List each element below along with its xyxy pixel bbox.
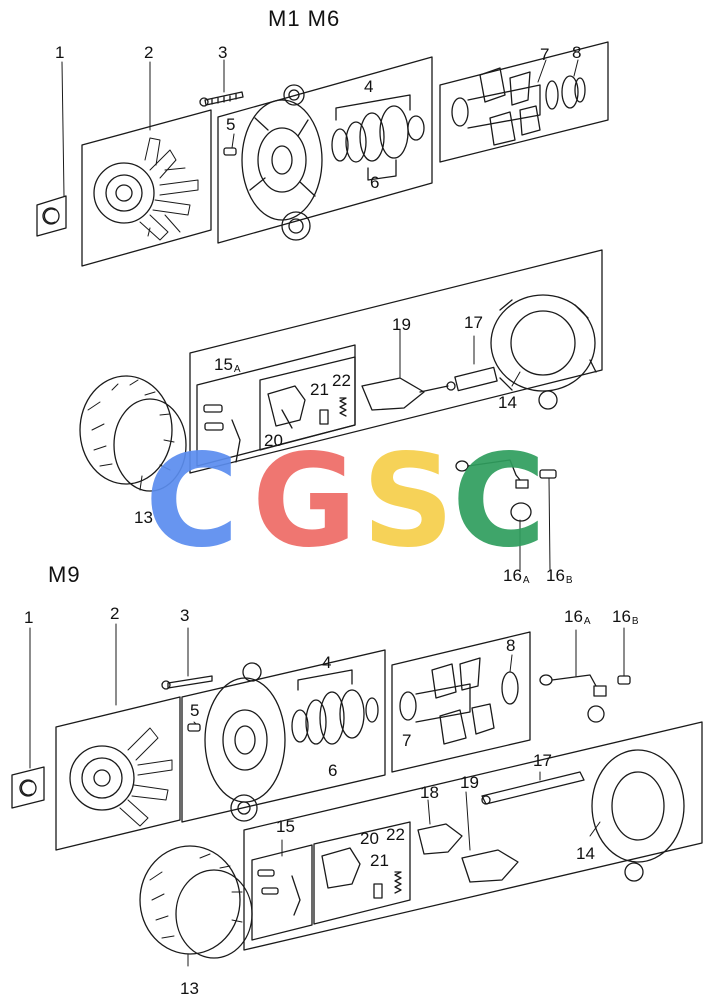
callout-bottom-21: 21: [370, 851, 389, 870]
top-part-16-leads: [455, 459, 557, 522]
callout-top-6: 6: [370, 173, 380, 192]
watermark-letter-1: C: [145, 427, 239, 576]
callout-bottom-22: 22: [386, 825, 405, 844]
heading-m1-m6: M1 M6: [268, 6, 341, 31]
top-leader-lines: [61, 59, 579, 571]
callout-top-4: 4: [364, 77, 374, 96]
top-part-5-screw: [223, 147, 237, 156]
top-part-13-stator: [79, 375, 187, 492]
bottom-leader-lines: [29, 623, 625, 967]
callout-bottom-8: 8: [506, 636, 516, 655]
bottom-part-3-bolt: [161, 675, 213, 690]
callout-top-15a: 15A: [214, 355, 241, 375]
callout-bottom-19: 19: [460, 773, 479, 792]
callout-top-21: 21: [310, 380, 329, 399]
callout-top-20: 20: [264, 431, 283, 450]
callout-bottom-16a: 16A: [564, 607, 591, 627]
top-rear-assembly-panel: [189, 249, 603, 474]
callout-bottom-18: 18: [420, 783, 439, 802]
top-part-2-pulley-fan: [81, 109, 212, 267]
watermark-letter-2: G: [252, 427, 358, 576]
callout-top-14: 14: [498, 393, 517, 412]
callout-bottom-3: 3: [180, 606, 190, 625]
callout-top-5: 5: [226, 115, 236, 134]
callout-bottom-15: 15: [276, 817, 295, 836]
bottom-rear-assembly-panel: [243, 721, 703, 951]
top-part-3-bolt: [199, 91, 244, 107]
watermark-letter-3: S: [362, 427, 455, 576]
callout-top-16a: 16A: [503, 566, 530, 586]
callout-bottom-16b: 16B: [612, 607, 639, 627]
callout-bottom-7: 7: [402, 731, 412, 750]
heading-m9: M9: [48, 562, 81, 587]
bottom-front-housing: [181, 649, 386, 823]
bottom-part-1-nut: [11, 766, 45, 809]
callout-bottom-4: 4: [322, 653, 332, 672]
callout-bottom-14: 14: [576, 844, 595, 863]
callout-top-13: 13: [134, 508, 153, 527]
callout-bottom-2: 2: [110, 604, 120, 623]
callout-top-2: 2: [144, 43, 154, 62]
callout-top-8: 8: [572, 43, 582, 62]
bottom-part-16-leads: [539, 674, 631, 723]
top-part-1-nut: [36, 195, 67, 237]
bottom-part-5-screw: [187, 723, 201, 732]
callout-top-7: 7: [540, 45, 550, 64]
callout-bottom-17: 17: [533, 751, 552, 770]
callout-bottom-13: 13: [180, 979, 199, 998]
callout-bottom-1: 1: [24, 608, 34, 627]
bottom-part-13-stator: [139, 845, 253, 959]
callout-top-1: 1: [55, 43, 65, 62]
callout-top-16b: 16B: [546, 566, 573, 586]
callout-top-3: 3: [218, 43, 228, 62]
callout-top-19: 19: [392, 315, 411, 334]
callout-bottom-6: 6: [328, 761, 338, 780]
top-rotor-panel: [439, 41, 609, 163]
callout-top-17: 17: [464, 313, 483, 332]
callout-top-22: 22: [332, 371, 351, 390]
bottom-part-2-pulley-fan: [55, 696, 181, 851]
callout-bottom-5: 5: [190, 701, 200, 720]
top-front-housing: [217, 56, 433, 244]
watermark-letter-4: C: [452, 427, 546, 576]
callout-bottom-20: 20: [360, 829, 379, 848]
